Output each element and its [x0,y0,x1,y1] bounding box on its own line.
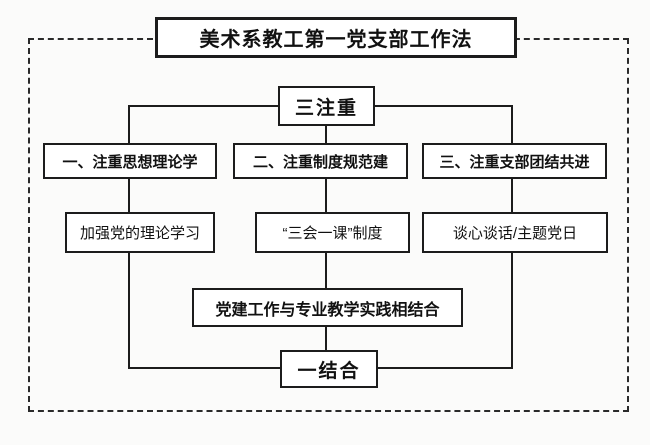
node-branch-2-heading: 二、注重制度规范建 [233,143,408,179]
node-branch-3-heading: 三、注重支部团结共进 [422,143,607,179]
connector-root-left-horizontal [129,105,279,107]
connector-detail3-down-vertical [511,253,513,369]
connector-branch2-detail2 [325,179,327,212]
connector-left-top-vertical [128,105,130,143]
diagram-title: 美术系教工第一党支部工作法 [155,17,517,58]
connector-right-top-vertical [511,105,513,143]
connector-bottom-left-horizontal [128,367,280,369]
node-integration: 党建工作与专业教学实践相结合 [192,288,463,327]
node-branch-1-heading: 一、注重思想理论学 [43,143,217,179]
node-one-integration: 一结合 [280,350,378,388]
node-branch-3-detail: 谈心谈话/主题党日 [422,212,608,253]
connector-integration-footer [325,327,327,350]
connector-root-middle-vertical [325,126,327,143]
connector-bottom-right-horizontal [378,367,513,369]
connector-branch1-detail1 [128,179,130,212]
connector-branch3-detail3 [511,179,513,212]
node-branch-2-detail: “三会一课”制度 [255,212,410,253]
node-three-emphases: 三注重 [278,86,375,126]
node-branch-1-detail: 加强党的理论学习 [65,212,215,253]
connector-detail2-integration [325,253,327,288]
connector-root-right-horizontal [374,105,513,107]
connector-detail1-down-vertical [128,253,130,369]
